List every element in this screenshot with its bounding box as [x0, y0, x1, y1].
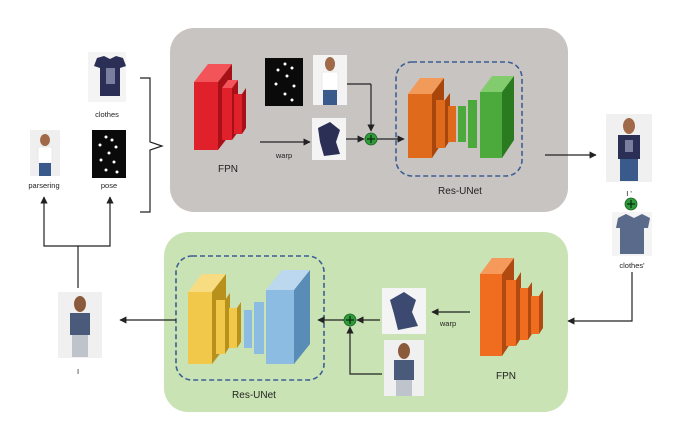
pose-thumbnail	[92, 130, 126, 178]
resunet-top-decoder	[458, 76, 514, 158]
concat-plus-top	[364, 132, 378, 146]
clothes-prime-thumbnail	[612, 212, 652, 256]
fpn-top-label: FPN	[218, 164, 238, 175]
clothes-prime-to-fpn-arrow	[567, 272, 633, 325]
input-bracket	[140, 77, 164, 213]
resunet-bottom-label: Res-UNet	[232, 390, 276, 401]
person-top-thumbnail	[313, 55, 347, 105]
resunet-top-box	[395, 61, 523, 177]
concat-plus-bottom	[343, 313, 357, 327]
fpn-bottom-block	[480, 258, 543, 356]
warp-top-label: warp	[275, 151, 292, 160]
clothes-label: clothes	[95, 110, 119, 119]
warped-clothes-top	[312, 118, 346, 160]
resunet-bottom-decoder	[244, 270, 310, 364]
resunet-bottom-encoder	[188, 274, 241, 364]
i-prime-label: I '	[626, 189, 632, 198]
clothes-prime-label: clothes'	[619, 261, 645, 270]
resunet-top-encoder	[408, 78, 456, 158]
fpn-top-block	[194, 64, 246, 150]
pose-label: pose	[101, 181, 117, 190]
bottom-panel	[164, 232, 568, 412]
output-i-prime-thumbnail	[606, 114, 652, 182]
concat-plus-right	[624, 197, 638, 211]
i-feedback-line	[40, 196, 79, 288]
i-feedback-to-pose	[78, 196, 114, 247]
clothes-thumbnail	[88, 52, 126, 102]
i-label: I	[77, 367, 79, 376]
warp-bottom-label: warp	[439, 319, 456, 328]
warped-clothes-bottom	[382, 288, 426, 334]
parsering-thumbnail	[30, 130, 60, 176]
resunet-top-label: Res-UNet	[438, 186, 482, 197]
person-to-concat-bottom	[346, 326, 382, 375]
person-bottom-thumbnail	[384, 340, 424, 396]
fpn-bottom-label: FPN	[496, 371, 516, 382]
pose-map-top	[265, 58, 303, 106]
output-i-thumbnail	[58, 292, 102, 358]
parsering-label: parsering	[28, 181, 59, 190]
